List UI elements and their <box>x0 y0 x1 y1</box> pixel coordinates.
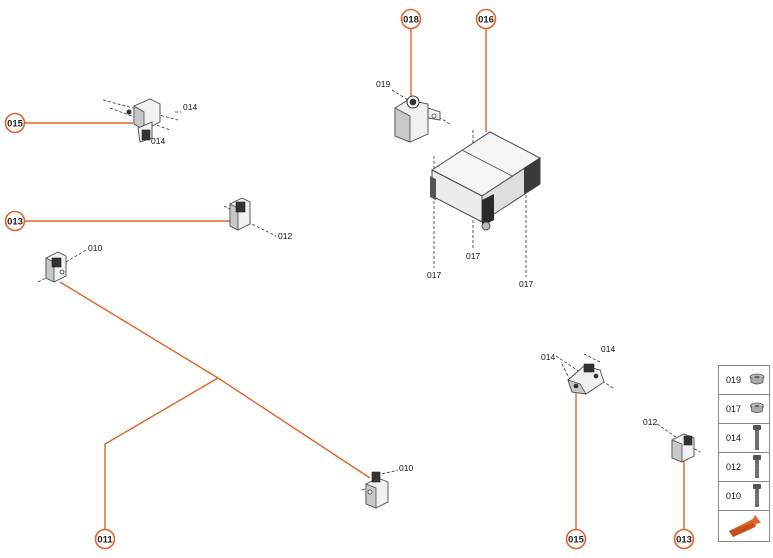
callout-013-bottom[interactable]: 013 <box>673 528 695 550</box>
bolt-short-icon <box>749 484 765 508</box>
label-014-d: 014 <box>601 344 615 354</box>
label-012-a: 012 <box>278 231 292 241</box>
label-010-b: 010 <box>399 463 413 473</box>
label-010-a: 010 <box>88 243 102 253</box>
svg-text:013: 013 <box>676 535 692 546</box>
callout-015-top[interactable]: 015 <box>4 112 26 134</box>
label-014-b: 014 <box>151 136 165 146</box>
legend-code: 014 <box>726 433 742 443</box>
label-017-b: 017 <box>466 251 480 261</box>
sensor-011-lower[interactable] <box>365 471 389 509</box>
legend-code: 019 <box>726 375 742 385</box>
sensor-bracket-018[interactable] <box>394 95 441 143</box>
nut-flange-icon <box>749 368 765 392</box>
legend-code: 010 <box>726 491 742 501</box>
bolt-medium-icon <box>749 455 765 479</box>
callout-015-bottom[interactable]: 015 <box>565 528 587 550</box>
leader-011-upper <box>59 281 219 379</box>
label-012-b: 012 <box>643 417 657 427</box>
label-017-c: 017 <box>519 279 533 289</box>
callout-013-left[interactable]: 013 <box>4 210 26 232</box>
label-017-a: 017 <box>427 270 441 280</box>
label-019: 019 <box>376 79 390 89</box>
sensor-013-left[interactable] <box>229 197 251 231</box>
control-unit-016[interactable] <box>430 131 541 231</box>
svg-text:011: 011 <box>97 535 113 546</box>
svg-text:015: 015 <box>7 119 24 130</box>
label-014-a: 014 <box>183 102 197 112</box>
nut-icon <box>749 397 765 421</box>
sensor-011-upper[interactable] <box>45 251 67 283</box>
sensor-015-bottom[interactable] <box>567 363 605 395</box>
svg-text:018: 018 <box>403 15 419 26</box>
svg-text:015: 015 <box>568 535 585 546</box>
label-014-c: 014 <box>541 352 555 362</box>
svg-text:016: 016 <box>478 15 494 26</box>
legend-row-012[interactable]: 012 <box>719 453 769 482</box>
sensor-015-top[interactable] <box>126 98 161 143</box>
sensor-013-bottom[interactable] <box>671 433 695 463</box>
leader-011 <box>104 377 219 530</box>
legend-row-014[interactable]: 014 <box>719 424 769 453</box>
fastener-legend: 019 017 014 012 <box>718 365 770 542</box>
callout-016[interactable]: 016 <box>475 8 497 30</box>
orange-arrow-icon[interactable] <box>719 511 769 541</box>
leader-011-lower <box>217 377 371 479</box>
fastener-axes <box>37 89 701 491</box>
callout-018[interactable]: 018 <box>400 8 422 30</box>
legend-row-010[interactable]: 010 <box>719 482 769 511</box>
legend-row-019[interactable]: 019 <box>719 366 769 395</box>
legend-code: 012 <box>726 462 742 472</box>
bolt-long-icon <box>749 425 765 450</box>
legend-code: 017 <box>726 404 742 414</box>
legend-row-017[interactable]: 017 <box>719 395 769 424</box>
svg-text:013: 013 <box>7 217 23 228</box>
callout-011[interactable]: 011 <box>94 528 116 550</box>
